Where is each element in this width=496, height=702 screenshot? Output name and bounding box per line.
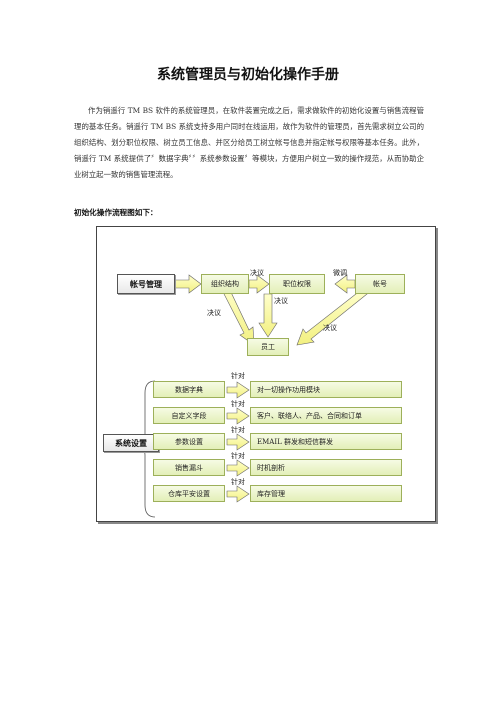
target-arrow-3: [226, 433, 250, 451]
document-title: 系统管理员与初始化操作手册: [157, 67, 339, 83]
target-arrow-2: [226, 407, 250, 425]
label-decide-top: 决议: [250, 269, 264, 277]
item-desc-1: 对一切操作功用模块: [250, 381, 402, 398]
account-mgmt-box: 帐号管理: [117, 274, 175, 294]
item-desc-5: 库存管理: [250, 485, 402, 502]
target-label-3: 针对: [231, 426, 245, 434]
intro-text: 作为销遥行 TM BS 软件的系统管理员，在软件装置完成之后，需求做软件的初始化…: [74, 106, 424, 179]
item-desc-4: 时机剖析: [250, 459, 402, 476]
target-label-5: 针对: [231, 478, 245, 486]
item-name-5: 仓库平安设置: [153, 485, 225, 502]
target-arrows: [226, 381, 250, 503]
flow-heading: 初始化操作流程图如下：: [74, 208, 158, 217]
label-coordinate: 微调: [333, 269, 347, 277]
target-arrow-1: [226, 381, 250, 399]
intro-paragraph: 作为销遥行 TM BS 软件的系统管理员，在软件装置完成之后，需求做软件的初始化…: [74, 103, 424, 183]
account-box: 帐号: [355, 274, 405, 294]
target-label-4: 针对: [231, 452, 245, 460]
arrow-account-to-org: [174, 274, 202, 294]
item-name-3: 参数设置: [153, 433, 225, 450]
flowchart-frame: 帐号管理 组织结构 职位权限 帐号 员工 决议 微调 决议 决议 决议 系统设置…: [96, 226, 436, 522]
arrow-org-to-employee: [221, 285, 255, 346]
arrow-org-to-job: [248, 274, 270, 294]
arrow-job-to-employee: [258, 293, 278, 338]
item-name-1: 数据字典: [153, 381, 225, 398]
system-settings-box: 系统设置: [103, 434, 159, 452]
target-label-2: 针对: [231, 400, 245, 408]
target-arrow-5: [226, 485, 250, 503]
job-permission-box: 职位权限: [269, 274, 325, 294]
item-name-2: 自定义字段: [153, 407, 225, 424]
org-structure-box: 组织结构: [201, 274, 249, 294]
item-name-4: 销售漏斗: [153, 459, 225, 476]
item-desc-2: 客户、联络人、产品、合同和订单: [250, 407, 402, 424]
employee-box: 员工: [247, 338, 289, 356]
label-decide-right: 决议: [323, 324, 337, 332]
label-decide-middle: 决议: [274, 297, 288, 305]
target-arrow-4: [226, 459, 250, 477]
label-decide-left: 决议: [207, 309, 221, 317]
item-desc-3: EMAIL 群发和短信群发: [250, 433, 402, 450]
flow-arrows: [138, 274, 368, 518]
arrow-account-to-job: [334, 274, 356, 294]
target-label-1: 针对: [231, 372, 245, 380]
arrow-account-to-employee: [296, 289, 368, 346]
